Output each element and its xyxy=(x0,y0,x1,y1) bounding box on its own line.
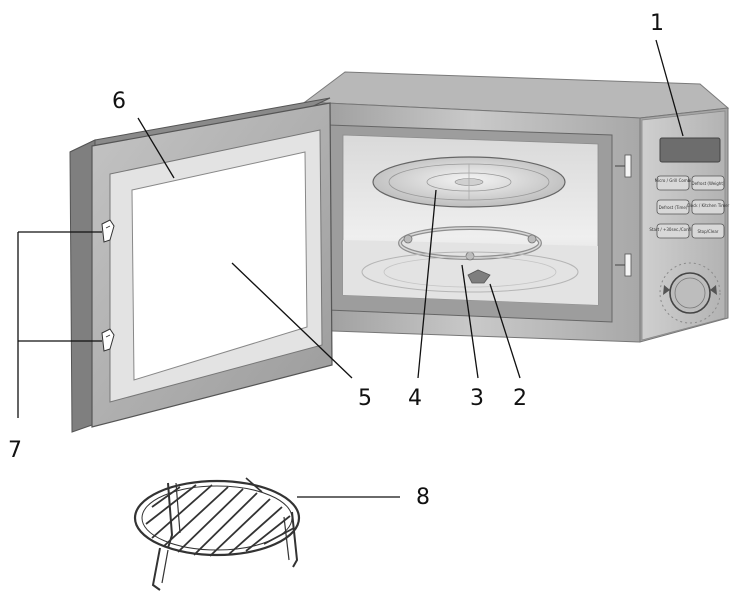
panel-button[interactable] xyxy=(656,223,690,239)
control-buttons: Micro / Grill Combi Defrost (Weight) Def… xyxy=(649,175,730,239)
callout-8: 8 xyxy=(416,485,430,510)
grill-leg-edge xyxy=(161,549,169,584)
grill-leg xyxy=(291,511,299,568)
callout-labels: 1 2 3 4 5 6 7 8 xyxy=(8,11,664,510)
control-dial-bezel xyxy=(659,262,721,324)
callout-3: 3 xyxy=(470,386,484,411)
callout-1: 1 xyxy=(650,11,664,36)
panel-button[interactable] xyxy=(656,199,690,215)
latch-slot-upper xyxy=(624,154,632,178)
button-label: Stop/Clear xyxy=(698,229,719,234)
door-window xyxy=(131,151,308,381)
oven-cavity xyxy=(327,124,632,323)
latch-slot-lower xyxy=(624,253,632,277)
grill-rack xyxy=(133,477,301,591)
control-dial[interactable] xyxy=(669,272,711,314)
button-label: Clock / Kitchen Timer xyxy=(687,203,730,208)
button-label: Defrost (Weight) xyxy=(692,181,725,186)
panel-button[interactable] xyxy=(656,175,690,191)
callout-5: 5 xyxy=(358,386,372,411)
control-panel: Micro / Grill Combi Defrost (Weight) Def… xyxy=(641,110,730,341)
panel-button[interactable] xyxy=(691,199,725,215)
panel-button[interactable] xyxy=(691,223,725,239)
callout-7: 7 xyxy=(8,438,22,463)
leader-lines xyxy=(17,39,684,498)
grill-wires xyxy=(145,484,295,557)
callout-4: 4 xyxy=(408,386,422,411)
door-latch-lower xyxy=(101,328,115,352)
grill-leg-edge xyxy=(175,482,181,534)
callout-2: 2 xyxy=(513,386,527,411)
grill-rim-notch xyxy=(245,477,263,493)
dial-arrow-right-icon xyxy=(710,285,717,295)
grill-leg-edge xyxy=(283,516,290,561)
roller-ring xyxy=(398,226,542,261)
door xyxy=(69,97,333,433)
glass-tray xyxy=(372,156,566,208)
coupler xyxy=(467,269,491,284)
button-label: Defrost (Time) xyxy=(659,205,688,210)
grill-leg xyxy=(167,482,174,549)
panel-button[interactable] xyxy=(691,175,725,191)
callout-6: 6 xyxy=(112,89,126,114)
button-label: Start / +30sec./Confirm xyxy=(649,227,696,232)
grill-leg xyxy=(151,547,161,591)
cavity-floor-rings xyxy=(361,251,579,293)
display-window xyxy=(659,137,721,163)
dial-ring xyxy=(674,277,706,309)
door-latch-upper xyxy=(101,219,115,243)
dial-arrow-left-icon xyxy=(663,285,670,295)
button-label: Micro / Grill Combi xyxy=(655,178,692,183)
